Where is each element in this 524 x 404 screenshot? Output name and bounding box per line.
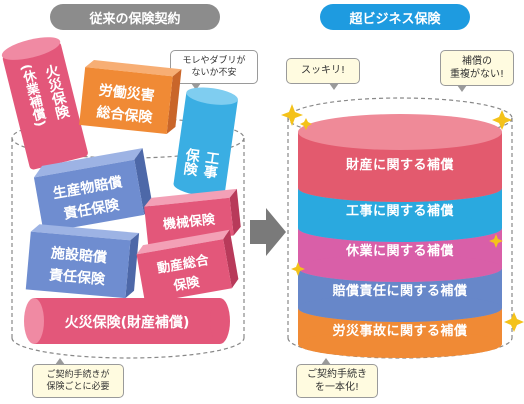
sparkle-icon bbox=[492, 110, 512, 130]
right-stack bbox=[298, 114, 502, 358]
sparkle-icon bbox=[300, 118, 312, 130]
block-facility-liability: 施設賠償 責任保険 bbox=[25, 224, 140, 299]
procedure-bubble-right: ご契約手続きを一本化! bbox=[296, 358, 378, 398]
band-label-liability: 賠償責任に関する補償 bbox=[332, 284, 468, 299]
band-label-labor: 労災事故に関する補償 bbox=[332, 324, 468, 339]
svg-text:工事: 工事 bbox=[201, 150, 221, 181]
block-fire-property: 火災保険(財産補償) bbox=[24, 298, 230, 344]
block-movable: 動産総合 保険 bbox=[136, 229, 239, 304]
band-property bbox=[298, 114, 502, 202]
sparkle-icon bbox=[281, 104, 303, 126]
svg-text:総合保険: 総合保険 bbox=[96, 104, 154, 127]
block-fire-business: 火災保険 (休業補償) bbox=[1, 37, 88, 170]
svg-text:火災保険(財産補償): 火災保険(財産補償) bbox=[65, 314, 190, 331]
block-construction: 工事 保険 bbox=[173, 87, 238, 196]
band-label-construction: 工事に関する補償 bbox=[345, 204, 454, 219]
block-labor: 労働災害 総合保険 bbox=[79, 60, 182, 135]
sparkle-icons bbox=[281, 104, 524, 332]
svg-text:保険: 保険 bbox=[181, 146, 202, 178]
svg-text:責任保険: 責任保険 bbox=[48, 266, 106, 288]
svg-text:施設賠償: 施設賠償 bbox=[50, 244, 108, 266]
right-container bbox=[287, 97, 513, 359]
svg-text:機械保険: 機械保険 bbox=[162, 211, 216, 232]
block-product-liability: 生産物賠償 責任保険 bbox=[33, 148, 153, 233]
sparkle-icon bbox=[489, 234, 503, 248]
clean-bubble: スッキリ! bbox=[286, 58, 360, 90]
sparkle-icon bbox=[291, 262, 305, 276]
band-label-business: 休業に関する補償 bbox=[345, 244, 454, 259]
svg-text:労働災害: 労働災害 bbox=[98, 82, 155, 105]
right-header: 超ビジネス保険 bbox=[320, 4, 470, 30]
block-machinery: 機械保険 bbox=[144, 188, 241, 245]
sparkle-icon bbox=[504, 312, 524, 332]
worry-bubble: モレやダブリがないか不安 bbox=[170, 50, 258, 90]
svg-text:保険: 保険 bbox=[171, 274, 201, 295]
right-arrow-icon bbox=[250, 208, 286, 256]
no-overlap-bubble: 補償の重複がない! bbox=[440, 50, 514, 92]
left-header: 従来の保険契約 bbox=[50, 4, 220, 30]
band-label-property: 財産に関する補償 bbox=[345, 158, 454, 173]
procedure-bubble-left: ご契約手続きが保険ごとに必要 bbox=[32, 358, 124, 398]
